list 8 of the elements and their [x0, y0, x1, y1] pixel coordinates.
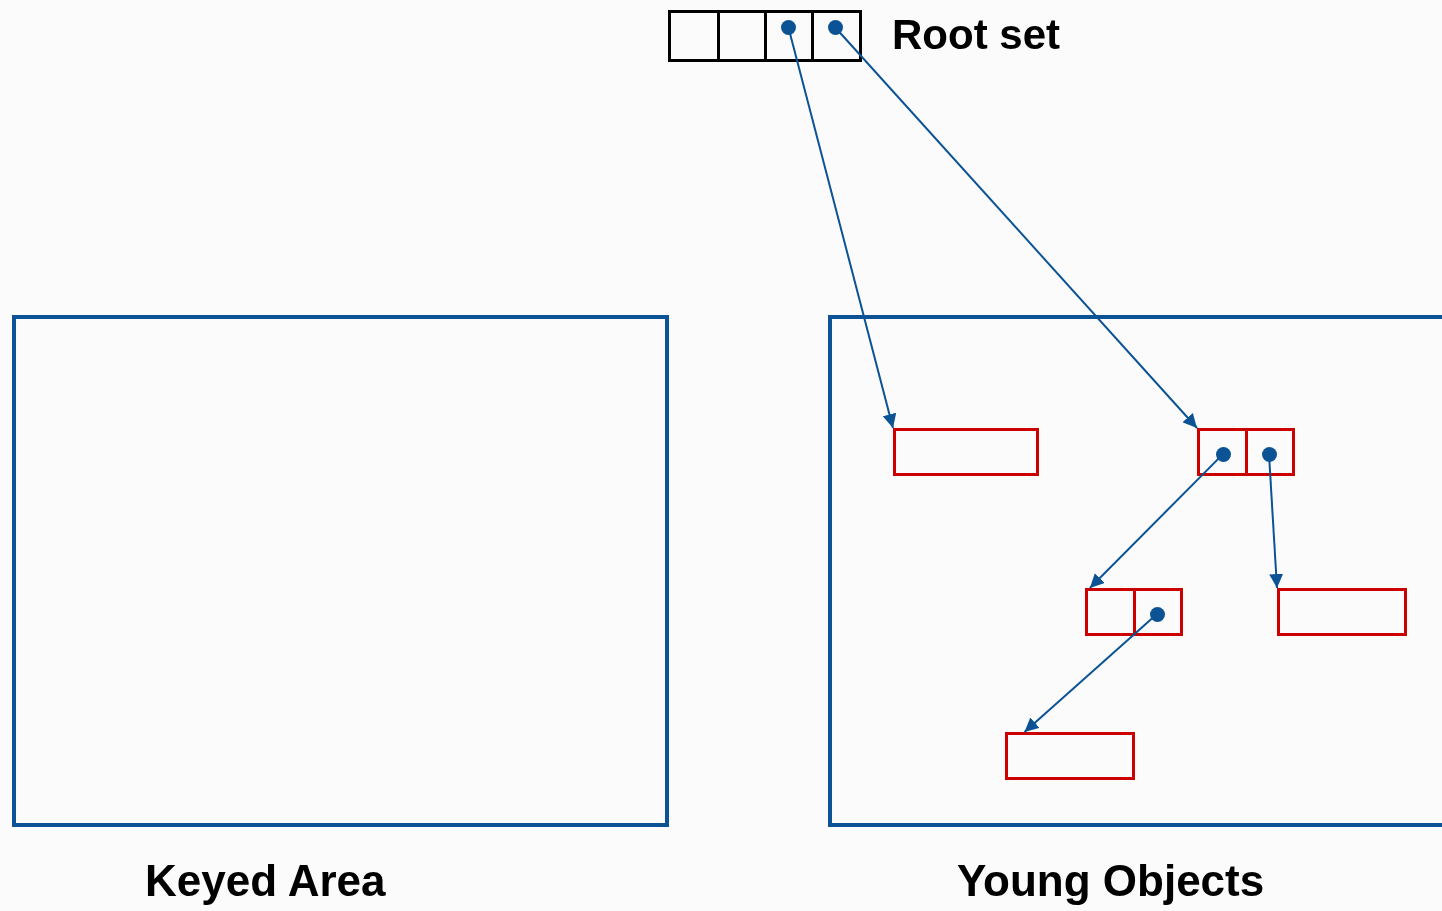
object-box	[1085, 588, 1183, 636]
object-box	[893, 428, 1039, 476]
object-box	[1197, 428, 1295, 476]
object-box	[1005, 732, 1135, 780]
region-title: Young Objects	[957, 855, 1265, 907]
region-title: Keyed Area	[145, 855, 386, 907]
object-box	[1277, 588, 1407, 636]
root-set-label: Root set	[892, 10, 1060, 60]
